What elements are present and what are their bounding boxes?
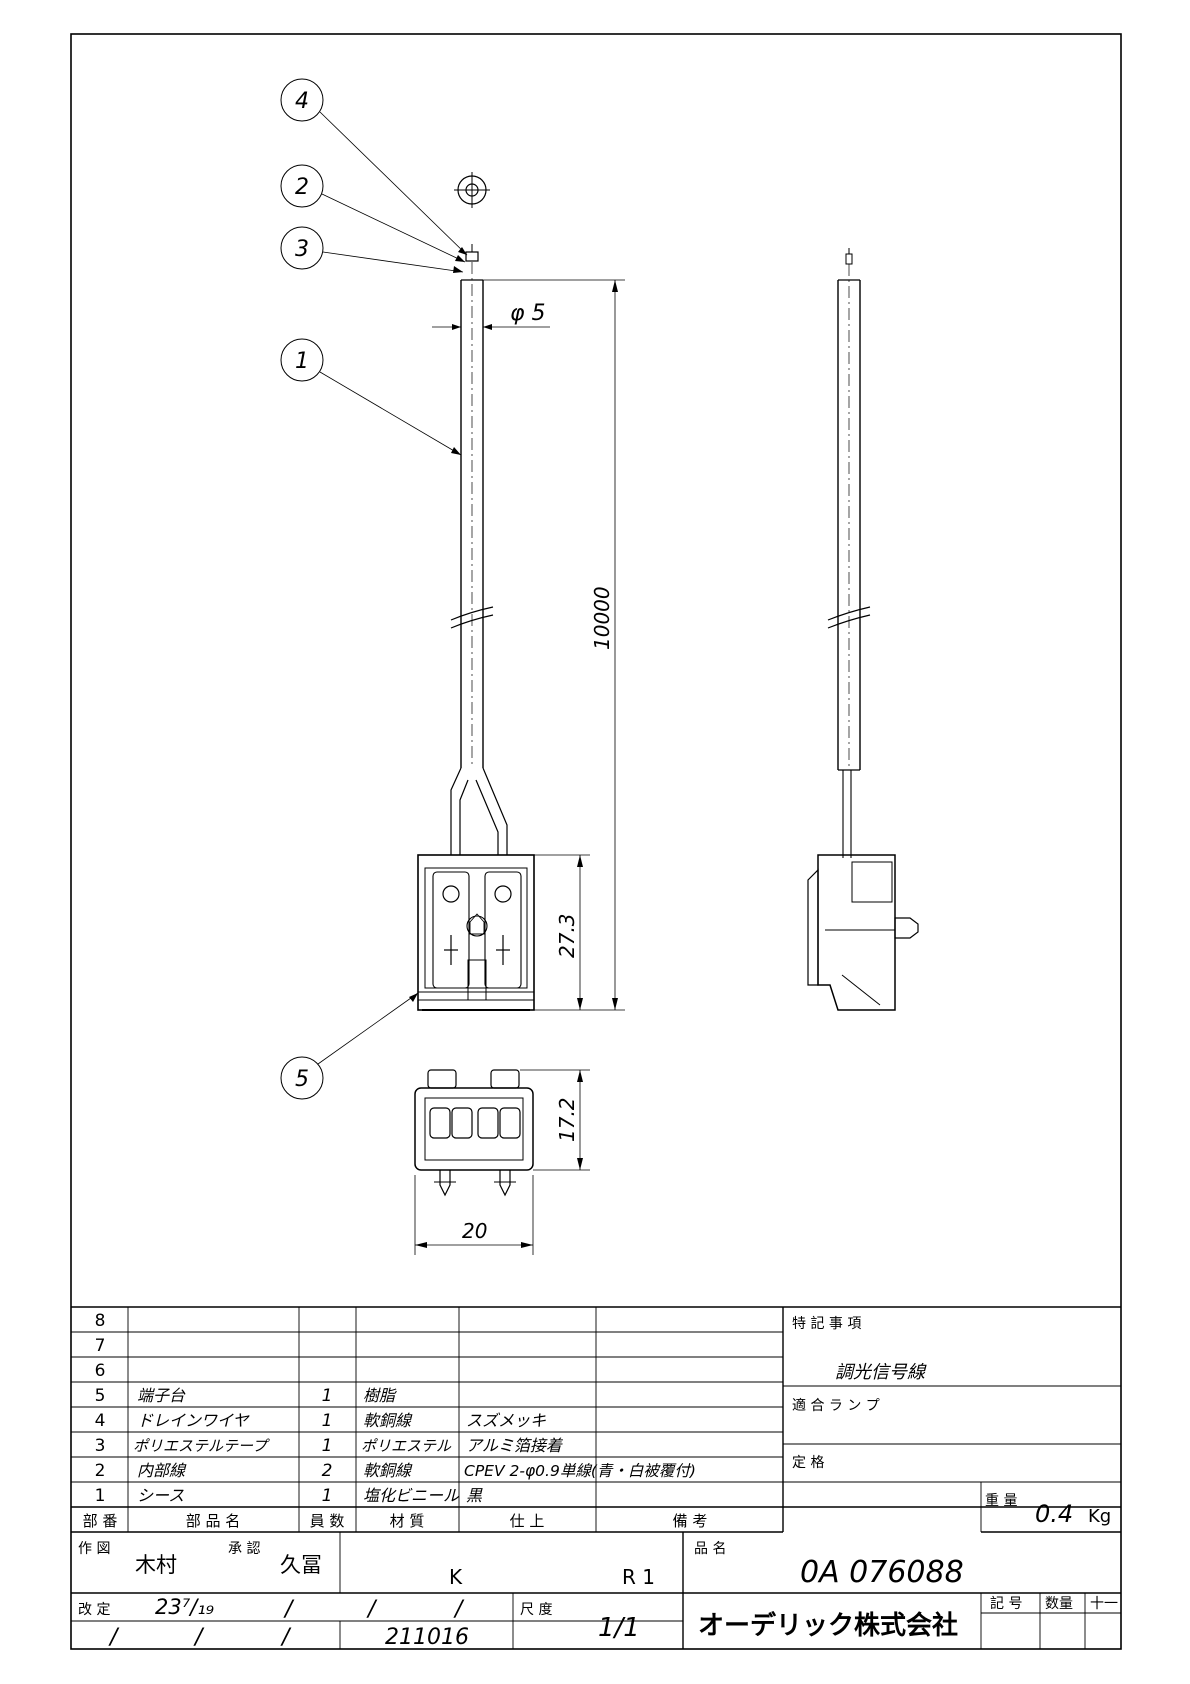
revision-slash-2: / [366, 1597, 378, 1622]
part-qty-5: 1 [322, 1386, 333, 1406]
part-no-4: 4 [95, 1411, 106, 1431]
code-r: R 1 [622, 1565, 655, 1589]
part-qty-2: 2 [322, 1461, 333, 1481]
part-material-3: ポリエステル [361, 1437, 452, 1455]
tolerance-mark: 十一 [1090, 1596, 1118, 1612]
dimension-length: 10000 [590, 586, 614, 650]
parts-list-table: 8 7 6 5 端子台 1 樹脂 4 ドレインワイヤ 1 軟銅線 スズメッキ 3… [71, 1306, 1121, 1533]
part-name-1: シース [137, 1486, 184, 1505]
part-name-4: ドレインワイヤ [137, 1411, 251, 1430]
part-name-3: ポリエステルテープ [133, 1437, 270, 1455]
part-finish-4: スズメッキ [466, 1411, 546, 1430]
revision-date: 23⁷/₁₉ [155, 1595, 215, 1619]
drawn-by-value: 木村 [135, 1553, 177, 1577]
revision-slash-3: / [453, 1597, 465, 1622]
side-view [807, 248, 919, 1011]
part-qty-4: 1 [322, 1411, 333, 1431]
notes-panel: 特 記 事 項 調光信号線 適 合 ラ ン プ 定 格 重 量 0.4 Kg [783, 1315, 1121, 1533]
callout-4: 4 [295, 89, 309, 114]
product-number: 0A 076088 [800, 1555, 964, 1590]
part-qty-3: 1 [322, 1436, 333, 1456]
revision-label: 改 定 [78, 1602, 110, 1618]
header-qty: 員 数 [310, 1512, 345, 1530]
part-finish-2: CPEV 2-φ0.9単線(青・白被覆付) [464, 1462, 696, 1480]
part-finish-1: 黒 [466, 1486, 483, 1505]
part-material-1: 塩化ビニール [363, 1486, 460, 1505]
callout-3: 3 [295, 237, 309, 262]
part-name-5: 端子台 [137, 1386, 186, 1405]
drawn-by-label: 作 図 [78, 1541, 110, 1557]
part-material-4: 軟銅線 [363, 1411, 413, 1430]
special-notes-value: 調光信号線 [835, 1362, 927, 1383]
front-view: φ 5 10000 27.3 [417, 172, 625, 1011]
callout-5: 5 [295, 1067, 309, 1092]
scale-value: 1/1 [598, 1613, 640, 1643]
scale-label: 尺 度 [520, 1602, 552, 1618]
part-no-5: 5 [95, 1386, 106, 1406]
part-material-2: 軟銅線 [363, 1461, 413, 1480]
special-notes-label: 特 記 事 項 [792, 1315, 861, 1332]
dimension-depth: 17.2 [555, 1097, 579, 1142]
quantity-label: 数量 [1045, 1596, 1073, 1612]
header-material: 材 質 [390, 1512, 425, 1530]
dimension-width: 20 [462, 1219, 487, 1243]
title-block: 作 図 木村 承 認 久冨 K R 1 品 名 0A 076088 改 定 23… [71, 1532, 1121, 1650]
header-remark: 備 考 [673, 1512, 708, 1530]
part-no-3: 3 [95, 1436, 106, 1456]
code-k: K [449, 1565, 463, 1589]
symbol-label: 記 号 [990, 1595, 1022, 1612]
part-no-8: 8 [95, 1311, 106, 1331]
callouts: 4 2 3 1 5 [280, 78, 468, 1100]
bottom-view: 17.2 20 [414, 1069, 590, 1255]
lamp-label: 適 合 ラ ン プ [792, 1397, 880, 1414]
part-no-1: 1 [95, 1486, 106, 1506]
part-no-7: 7 [95, 1336, 106, 1356]
drawing-border [70, 33, 1122, 1650]
callout-2: 2 [295, 175, 309, 200]
revision-slash-1: / [283, 1597, 295, 1622]
header-part-name: 部 品 名 [186, 1512, 241, 1530]
weight-unit: Kg [1088, 1506, 1111, 1527]
part-no-2: 2 [95, 1461, 106, 1481]
revision-slash-6: / [280, 1625, 292, 1650]
revision-slash-5: / [193, 1625, 205, 1650]
revision-slash-4: / [108, 1625, 120, 1650]
dimension-diameter: φ 5 [510, 301, 546, 326]
document-number: 211016 [385, 1625, 469, 1650]
center-mark-icon [454, 172, 490, 208]
approved-by-value: 久冨 [280, 1553, 322, 1577]
header-part-no: 部 番 [83, 1512, 118, 1530]
rating-label: 定 格 [792, 1455, 824, 1471]
part-finish-3: アルミ箔接着 [466, 1436, 564, 1455]
company-name: オーデリック株式会社 [698, 1610, 958, 1641]
part-name-2: 内部線 [137, 1461, 187, 1480]
weight-value: 0.4 [1035, 1500, 1073, 1528]
approved-by-label: 承 認 [228, 1541, 260, 1557]
part-qty-1: 1 [322, 1486, 333, 1506]
part-no-6: 6 [95, 1361, 106, 1381]
part-material-5: 樹脂 [363, 1386, 397, 1405]
weight-label: 重 量 [985, 1493, 1017, 1509]
callout-1: 1 [295, 349, 309, 374]
dimension-terminal-height: 27.3 [555, 913, 579, 958]
product-name-label: 品 名 [694, 1541, 726, 1557]
header-finish: 仕 上 [510, 1512, 545, 1530]
